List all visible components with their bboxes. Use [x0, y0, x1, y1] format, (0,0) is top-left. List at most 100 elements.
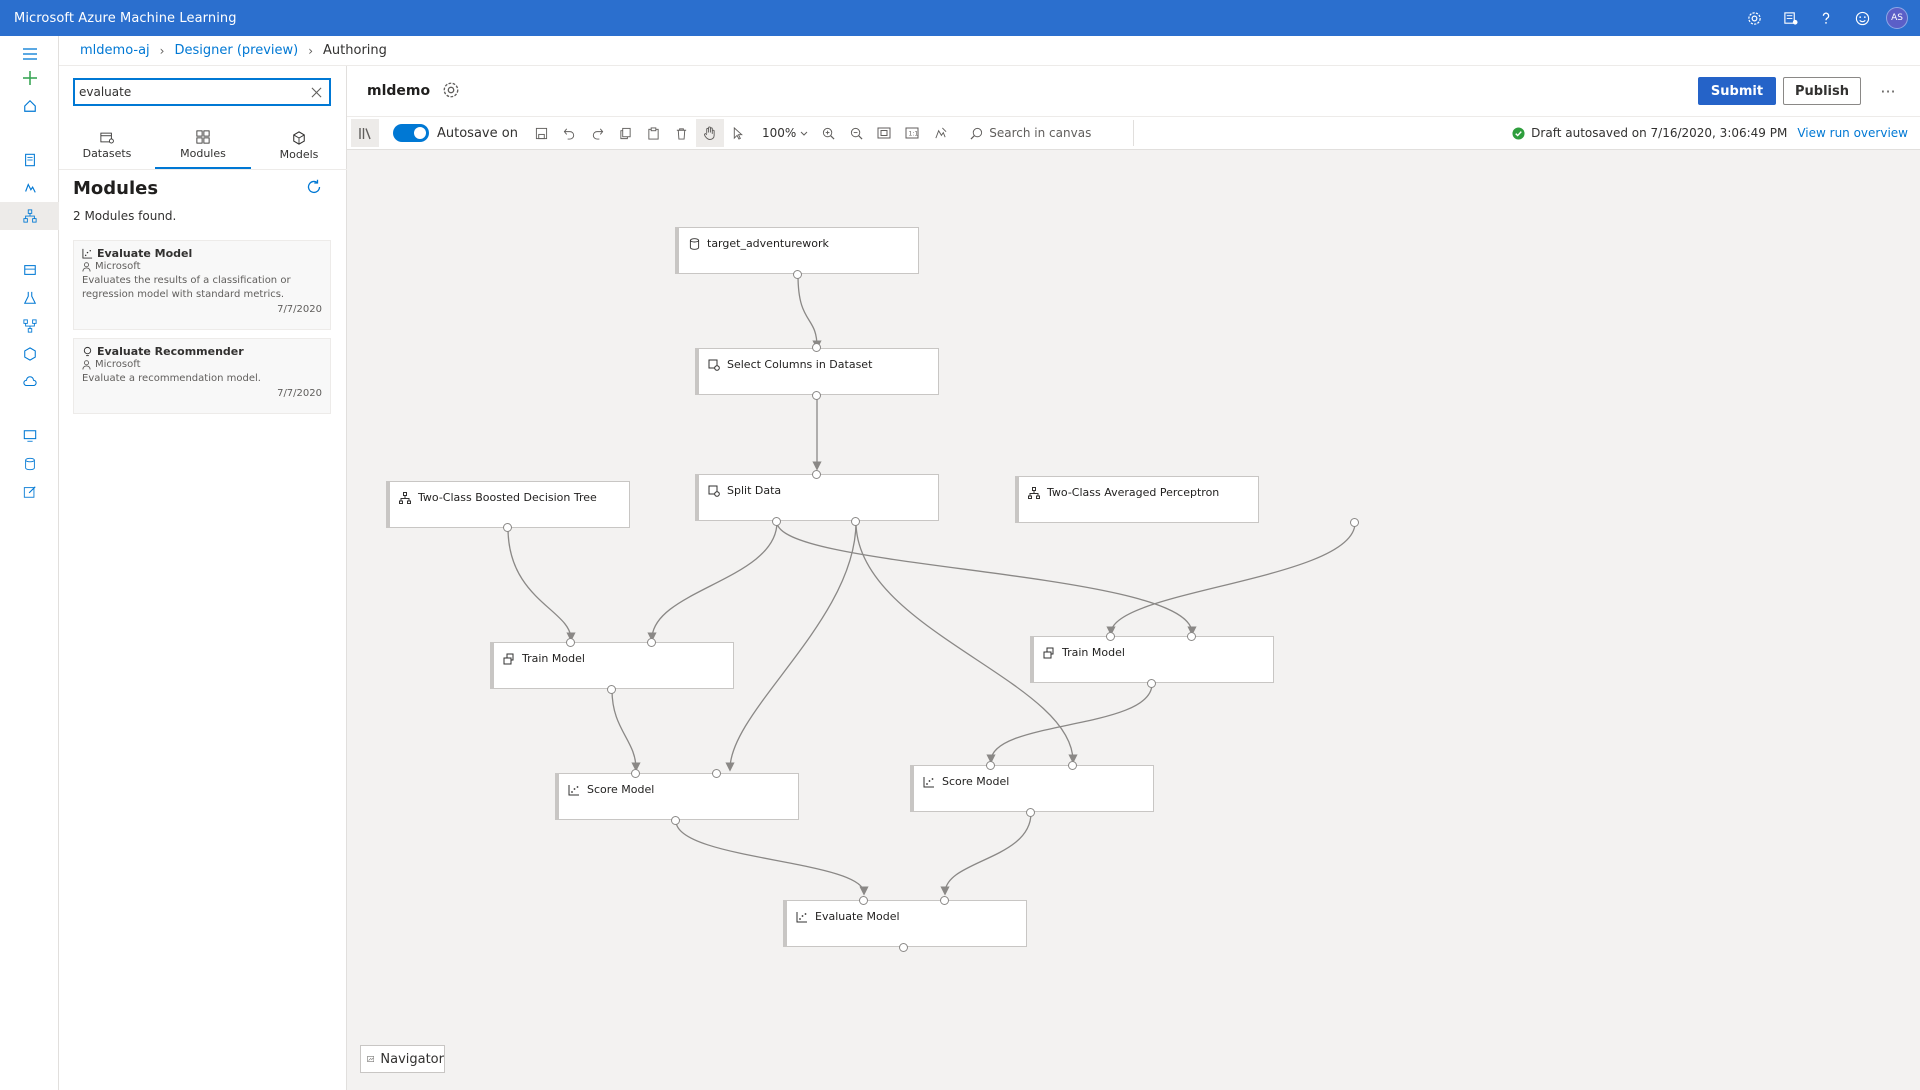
zoom-dropdown[interactable]: 100% — [762, 126, 808, 140]
input-port[interactable] — [1068, 761, 1077, 770]
output-port[interactable] — [1147, 679, 1156, 688]
pipeline-node[interactable]: Score Model — [555, 773, 799, 820]
input-port[interactable] — [1106, 632, 1115, 641]
feedback-icon[interactable] — [1850, 6, 1874, 30]
output-port[interactable] — [812, 391, 821, 400]
output-port[interactable] — [793, 270, 802, 279]
input-port[interactable] — [647, 638, 656, 647]
undo-icon[interactable] — [556, 119, 584, 147]
datasets-icon[interactable] — [0, 256, 59, 284]
notifications-icon[interactable] — [1778, 6, 1802, 30]
fit-to-screen-icon[interactable] — [870, 119, 898, 147]
input-port[interactable] — [1187, 632, 1196, 641]
paste-icon[interactable] — [640, 119, 668, 147]
pipeline-node[interactable]: Two-Class Boosted Decision Tree — [386, 481, 630, 528]
pipeline-name[interactable]: mldemo — [367, 83, 431, 99]
actual-size-icon[interactable]: 1:1 — [898, 119, 926, 147]
draft-status-text: Draft autosaved on 7/16/2020, 3:06:49 PM — [1531, 126, 1788, 140]
chevron-right-icon: › — [308, 43, 314, 58]
zoom-out-icon[interactable] — [842, 119, 870, 147]
view-run-overview-link[interactable]: View run overview — [1797, 126, 1908, 140]
select-pointer-icon[interactable] — [724, 119, 752, 147]
pipeline-node[interactable]: Evaluate Model — [783, 900, 1027, 947]
tab-modules[interactable]: Modules — [155, 122, 251, 169]
zoom-in-icon[interactable] — [814, 119, 842, 147]
endpoints-icon[interactable] — [0, 368, 59, 396]
pipeline-settings-icon[interactable] — [442, 81, 462, 101]
pipeline-canvas[interactable]: target_adventurework Select Columns in D… — [347, 150, 1920, 1090]
edge — [725, 521, 857, 772]
navigator-button[interactable]: Navigator — [360, 1045, 445, 1073]
avatar[interactable]: AS — [1886, 7, 1908, 29]
publish-button[interactable]: Publish — [1783, 77, 1861, 105]
module-search-input[interactable] — [79, 85, 307, 99]
output-port[interactable] — [899, 943, 908, 952]
app-title[interactable]: Microsoft Azure Machine Learning — [14, 10, 237, 26]
compute-icon[interactable] — [0, 422, 59, 450]
output-port[interactable] — [1350, 518, 1359, 527]
datastores-icon[interactable] — [0, 450, 59, 478]
node-label: Score Model — [587, 783, 655, 796]
tab-models[interactable]: Models — [251, 122, 347, 169]
chart-icon — [922, 775, 936, 789]
copy-icon[interactable] — [612, 119, 640, 147]
more-options-button[interactable]: ··· — [1880, 81, 1896, 101]
redo-icon[interactable] — [584, 119, 612, 147]
pipeline-node[interactable]: Train Model — [1030, 636, 1274, 683]
module-result-card[interactable]: Evaluate Model Microsoft Evaluates the r… — [73, 240, 331, 330]
input-port[interactable] — [986, 761, 995, 770]
tab-datasets[interactable]: Datasets — [59, 122, 155, 169]
node-label: Score Model — [942, 775, 1010, 788]
input-port[interactable] — [631, 769, 640, 778]
autosave-toggle[interactable] — [393, 124, 429, 142]
canvas-header: mldemo Submit Publish ··· — [347, 66, 1920, 116]
library-toggle-icon[interactable] — [351, 119, 379, 147]
pipeline-node[interactable]: Split Data — [695, 474, 939, 521]
output-port[interactable] — [851, 517, 860, 526]
data-labeling-icon[interactable] — [0, 478, 59, 506]
hamburger-menu-icon[interactable] — [0, 40, 59, 68]
input-port[interactable] — [812, 343, 821, 352]
breadcrumb-workspace[interactable]: mldemo-aj — [80, 43, 150, 58]
models-icon[interactable] — [0, 340, 59, 368]
auto-layout-icon[interactable] — [926, 119, 954, 147]
canvas-search[interactable]: Search in canvas — [966, 120, 1135, 146]
pipelines-icon[interactable] — [0, 312, 59, 340]
save-icon[interactable] — [528, 119, 556, 147]
pipeline-node[interactable]: Score Model — [910, 765, 1154, 812]
output-port[interactable] — [671, 816, 680, 825]
output-port[interactable] — [503, 523, 512, 532]
notebooks-icon[interactable] — [0, 146, 59, 174]
edge — [647, 521, 778, 642]
pan-hand-icon[interactable] — [695, 119, 724, 147]
home-icon[interactable] — [0, 92, 59, 120]
node-label: Split Data — [727, 484, 782, 497]
input-port[interactable] — [812, 470, 821, 479]
input-port[interactable] — [712, 769, 721, 778]
pipeline-node[interactable]: Two-Class Averaged Perceptron — [1015, 476, 1259, 523]
module-result-card[interactable]: Evaluate Recommender Microsoft Evaluate … — [73, 338, 331, 414]
experiments-icon[interactable] — [0, 284, 59, 312]
output-port[interactable] — [607, 685, 616, 694]
pipeline-node[interactable]: Train Model — [490, 642, 734, 689]
breadcrumb-designer[interactable]: Designer (preview) — [174, 43, 299, 58]
automl-icon[interactable] — [0, 174, 59, 202]
delete-icon[interactable] — [668, 119, 696, 147]
pipeline-node[interactable]: Select Columns in Dataset — [695, 348, 939, 395]
module-publisher: Microsoft — [95, 359, 141, 370]
output-port[interactable] — [772, 517, 781, 526]
output-port[interactable] — [1026, 808, 1035, 817]
input-port[interactable] — [566, 638, 575, 647]
input-port[interactable] — [859, 896, 868, 905]
edge — [611, 689, 641, 772]
dataset-icon — [100, 132, 114, 144]
input-port[interactable] — [940, 896, 949, 905]
help-icon[interactable] — [1814, 6, 1838, 30]
designer-icon[interactable] — [0, 202, 59, 230]
clear-search-icon[interactable] — [307, 83, 325, 101]
plus-icon[interactable] — [0, 64, 59, 92]
refresh-icon[interactable] — [305, 178, 327, 200]
settings-icon[interactable] — [1742, 6, 1766, 30]
pipeline-node[interactable]: target_adventurework — [675, 227, 919, 274]
submit-button[interactable]: Submit — [1698, 77, 1776, 105]
